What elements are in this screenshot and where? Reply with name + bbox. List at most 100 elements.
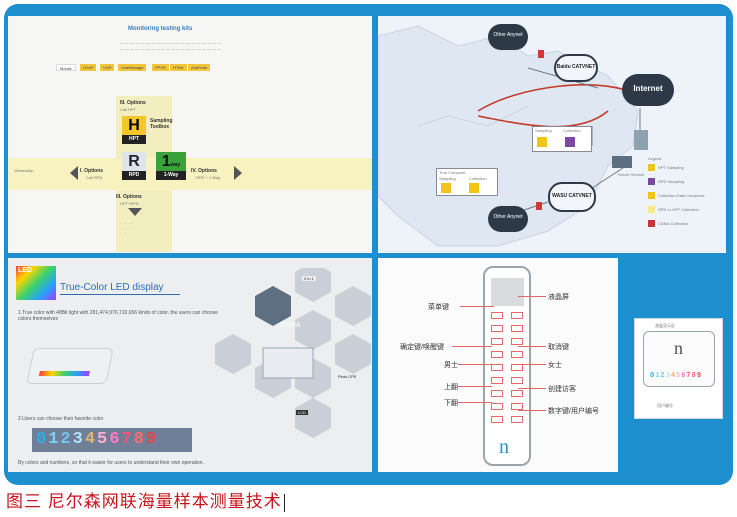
keypad-key[interactable] [511, 312, 523, 319]
map-border [417, 105, 529, 127]
option4-sub: RPD + 1 Way [196, 175, 221, 180]
tab[interactable]: VDR [100, 64, 116, 71]
led-rainbow-badge: LED [16, 266, 56, 300]
keypad-key[interactable] [491, 390, 503, 397]
panel-title: Monitoring testing kits [128, 26, 193, 32]
keypad-key[interactable] [511, 403, 523, 410]
option3-bottom-label: III. Options [116, 194, 142, 200]
small-logo-n: n [674, 338, 683, 358]
option3-bottom-sub: HPT+RPD [120, 201, 139, 206]
left-arrow-icon [70, 166, 78, 180]
keypad-key[interactable] [491, 416, 503, 423]
router-icon [612, 156, 632, 168]
tab[interactable]: VoteManage [118, 64, 148, 71]
down-arrow-icon [128, 208, 142, 216]
hexagon-tile [295, 268, 331, 302]
tab[interactable]: Mobile [56, 64, 76, 71]
digit-glyph: 5 [676, 372, 682, 380]
hpt-label: HPT [122, 135, 146, 144]
keypad-key[interactable] [491, 364, 503, 371]
title-rule [60, 294, 180, 295]
lcd-screen [491, 278, 524, 306]
figure-caption: 图三 尼尔森网联海量样本测量技术 [6, 491, 706, 513]
keypad-key[interactable] [491, 403, 503, 410]
keypad-key[interactable] [511, 416, 523, 423]
tab[interactable]: Add/Vote [188, 64, 212, 71]
led-text-2: 2.Users can choose their favorite color [18, 416, 104, 422]
label-right: 液晶屏 [548, 294, 569, 301]
right-arrow-icon [234, 166, 242, 180]
digit-glyph: 2 [60, 430, 73, 449]
feature-hexagons [215, 268, 371, 438]
pointer-line [518, 296, 546, 297]
label-right: 数字键/用户编号 [548, 408, 599, 415]
digit-glyph: 1 [655, 372, 661, 380]
keypad-key[interactable] [491, 312, 503, 319]
other-anynet-top-cloud: Other Anynet [488, 24, 528, 50]
oneway-suffix: way [170, 162, 181, 168]
hexagon-tile [255, 286, 291, 326]
keypad-key[interactable] [491, 377, 503, 384]
option3-top-label: III. Options [120, 100, 146, 106]
sampling-collection-box: Sampling Collection [532, 126, 592, 152]
pointer-line [518, 346, 546, 347]
keypad-key[interactable] [491, 338, 503, 345]
cdma-marker [538, 50, 544, 58]
keypad-key[interactable] [511, 325, 523, 332]
option1-sub: Call RPD [86, 175, 103, 180]
digit-glyph: 6 [681, 372, 687, 380]
device-image [26, 348, 114, 384]
label-left: 确定键/唤醒键 [400, 344, 444, 351]
hpt-letter: H [128, 117, 140, 134]
options-row [8, 158, 372, 190]
pointer-line [458, 402, 492, 403]
tab[interactable]: PPVR [152, 64, 170, 71]
keypad-key[interactable] [511, 377, 523, 384]
digit-glyph: 0 [650, 372, 656, 380]
led-text-3: By colors and numbers, so that it easier… [18, 460, 204, 466]
hexagon-tile [295, 398, 331, 438]
option4-label: IV. Options [191, 168, 217, 174]
remote-device-panel: n 菜单键 确定键/唤醒键 男士 上翻 下翻 液晶屏 取消键 女士 创建访客 数… [378, 258, 618, 472]
tab[interactable]: HTML [170, 64, 188, 71]
oneway-label: 1-Way [156, 171, 186, 180]
digit-glyph: 4 [670, 372, 677, 380]
legend-swatch [648, 206, 655, 213]
keypad-key[interactable] [511, 338, 523, 345]
label-right: 取消键 [548, 344, 569, 351]
keypad-key[interactable] [511, 364, 523, 371]
small-device-panel: 液晶显示区 n 0123456789 用户编号 [634, 318, 723, 419]
keypad-key[interactable] [491, 351, 503, 358]
true-computer-box: True Computer Sampling Collection [436, 168, 498, 196]
keypad-key[interactable] [511, 390, 523, 397]
tab[interactable]: LDAP [80, 64, 98, 71]
digit-glyph: 4 [84, 430, 98, 449]
oneway-number: 1 [161, 153, 171, 170]
remote-device: n [483, 266, 531, 466]
digit-glyph: 9 [696, 372, 703, 380]
label-left: 菜单键 [428, 304, 449, 311]
led-title: True-Color LED display [60, 282, 164, 293]
pointer-line [518, 410, 546, 411]
legend-swatch [648, 164, 655, 171]
text-cursor [283, 493, 285, 512]
monitoring-kit-panel: Monitoring testing kits — — — — — — — — … [8, 16, 372, 253]
oneway-box: 1way 1-Way [156, 152, 186, 180]
other-anynet-bottom-cloud: Other Anynet [488, 206, 528, 232]
keypad-key[interactable] [511, 351, 523, 358]
digit-glyph: 7 [686, 372, 692, 380]
keypad-key[interactable] [491, 325, 503, 332]
legend-swatch [648, 178, 655, 185]
hex-label: 2 in 1 [302, 276, 316, 281]
network-map-panel: Other Anynet Baidu CATVNET Internet WASU… [378, 16, 726, 253]
digit-glyph: 8 [133, 430, 146, 449]
label-left: 上翻 [444, 384, 458, 391]
led-text-1: 1.True color with 48Bit light with 281,4… [18, 310, 218, 322]
left-label: Viewership [14, 168, 34, 173]
cdma-marker [536, 202, 542, 210]
digit-glyph: 6 [109, 430, 122, 449]
pointer-line [518, 364, 546, 365]
option3-notes: · · · · · ·· · · · ·· · · [120, 221, 134, 236]
option3-top-sub: Call HPT [120, 107, 137, 112]
colored-digits: 0123456789 [32, 428, 192, 452]
